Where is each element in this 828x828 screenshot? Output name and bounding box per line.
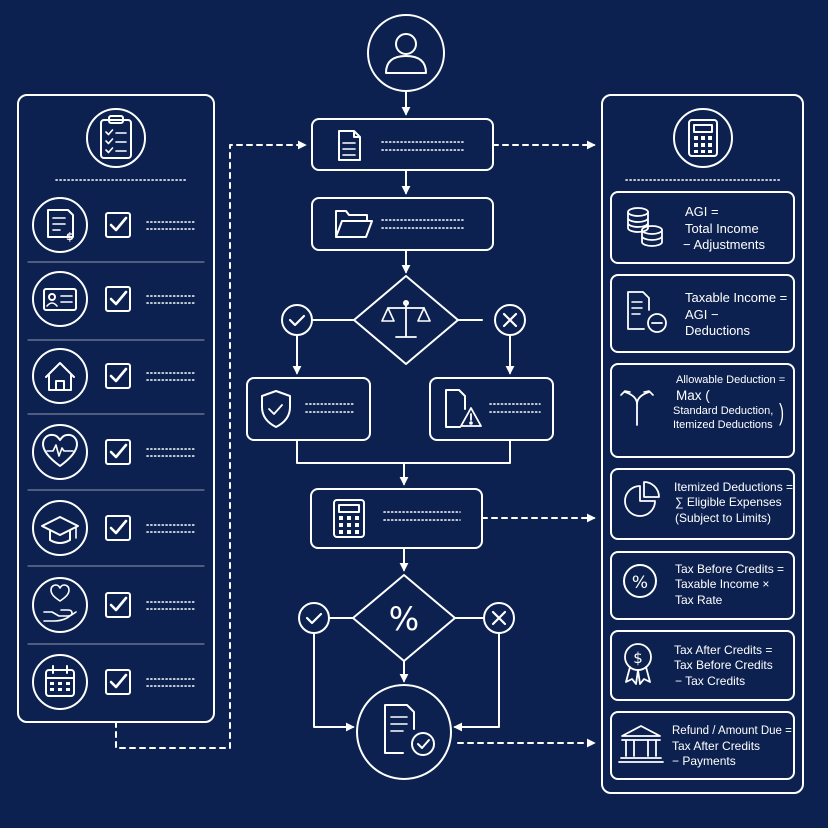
formula-text-agi: AGI = Total Income − Adjustments xyxy=(683,204,766,254)
formula-line: Allowable Deduction = xyxy=(676,374,786,386)
folder-step[interactable] xyxy=(311,197,494,251)
charity-hand-heart-icon xyxy=(32,577,88,633)
document-step[interactable] xyxy=(311,118,494,171)
house-icon xyxy=(32,348,88,404)
formula-box-refund[interactable] xyxy=(610,711,795,780)
rate-decision-diamond[interactable]: % xyxy=(352,574,456,662)
row-checkbox[interactable] xyxy=(105,286,131,312)
svg-text:$: $ xyxy=(66,230,74,243)
formula-max: Max ( xyxy=(676,387,785,404)
formula-line: AGI = xyxy=(685,204,719,219)
formula-line: − Tax Credits xyxy=(675,673,746,688)
formula-box-tax-before[interactable] xyxy=(610,551,795,620)
final-result-node[interactable] xyxy=(356,684,452,780)
formula-line: Taxable Income × xyxy=(675,577,770,592)
left-panel: $ xyxy=(17,94,215,723)
formula-box-agi[interactable] xyxy=(610,191,795,264)
clipboard-checklist-icon xyxy=(86,108,146,168)
row-checkbox[interactable] xyxy=(105,515,131,541)
formula-line: Tax Rate xyxy=(675,592,723,607)
left-row-checkboxes xyxy=(105,212,197,695)
dashed-left-to-document xyxy=(115,140,307,749)
calendar-icon xyxy=(32,654,88,710)
no-cross-badge-1 xyxy=(494,304,526,336)
no-cross-badge-2 xyxy=(483,602,515,634)
formula-line: Tax After Credits = xyxy=(674,643,773,657)
svg-text:$: $ xyxy=(633,649,643,667)
formula-line: AGI − xyxy=(685,306,719,322)
percent-circle-icon: % xyxy=(623,564,657,598)
center-flow: % xyxy=(246,14,554,780)
formula-line: Tax Before Credits = xyxy=(675,562,785,576)
row-checkbox[interactable] xyxy=(105,363,131,389)
close-paren: ) xyxy=(779,400,784,427)
formula-line: Deductions xyxy=(685,323,751,339)
yes-check-badge-2 xyxy=(298,602,330,634)
row-checkbox[interactable] xyxy=(105,212,131,238)
formula-box-allowable-deduction[interactable] xyxy=(610,363,795,458)
formula-line: − Adjustments xyxy=(683,237,766,253)
yes-check-badge-1 xyxy=(281,304,313,336)
formula-line: Total Income xyxy=(685,220,759,236)
bank-icon xyxy=(618,725,664,763)
close-paren-glyph: ) xyxy=(779,399,784,428)
calculator-icon xyxy=(333,499,365,538)
formula-box-taxable-income[interactable] xyxy=(610,274,795,353)
warning-step[interactable] xyxy=(429,377,554,441)
arrow-no-to-final xyxy=(453,632,500,732)
svg-text:%: % xyxy=(632,573,648,593)
document-warning-icon xyxy=(445,389,482,428)
row-checkbox[interactable] xyxy=(105,439,131,465)
merge-connector xyxy=(296,439,511,464)
right-panel: % $ xyxy=(601,94,804,794)
open-paren: ( xyxy=(705,388,710,404)
row-checkbox[interactable] xyxy=(105,592,131,618)
formula-line: Refund / Amount Due = xyxy=(672,725,792,737)
row-checkbox[interactable] xyxy=(105,669,131,695)
right-calculator-icon xyxy=(673,108,733,168)
calculate-step[interactable] xyxy=(310,488,483,549)
formula-line: Itemized Deductions xyxy=(673,419,773,432)
formula-line: Standard Deduction, xyxy=(673,405,774,418)
formula-line: Tax After Credits xyxy=(672,738,761,753)
formula-text-refund: Refund / Amount Due = Tax After Credits … xyxy=(672,724,792,769)
document-check-icon xyxy=(384,704,435,756)
formula-line: ∑ Eligible Expenses xyxy=(675,495,782,510)
graduation-cap-icon xyxy=(32,500,88,556)
percent-icon: % xyxy=(389,600,419,638)
approved-step[interactable] xyxy=(246,377,371,441)
shield-check-icon xyxy=(261,390,291,428)
document-minus-icon xyxy=(627,291,667,333)
scales-icon xyxy=(381,300,431,338)
dashed-connectors xyxy=(115,140,596,749)
formula-line: Tax Before Credits xyxy=(674,658,773,673)
split-arrow-icon xyxy=(620,390,654,426)
pie-chart-icon xyxy=(624,481,660,517)
formula-text-allowable-deduction: Allowable Deduction = Max ( Standard Ded… xyxy=(673,373,786,433)
formula-box-tax-after[interactable] xyxy=(610,630,795,701)
formula-text-itemized: Itemized Deductions = ∑ Eligible Expense… xyxy=(674,480,793,526)
formula-text-tax-before: Tax Before Credits = Taxable Income × Ta… xyxy=(675,562,784,608)
document-icon xyxy=(338,130,361,161)
formula-line: − Payments xyxy=(672,754,736,769)
user-icon[interactable] xyxy=(367,14,445,92)
arrow-yes-to-final xyxy=(313,632,355,732)
formula-box-itemized[interactable] xyxy=(610,468,795,540)
check-decision-diamond[interactable] xyxy=(353,275,459,365)
id-card-icon xyxy=(32,271,88,327)
formula-line: (Subject to Limits) xyxy=(675,510,772,525)
coins-stack-icon xyxy=(627,207,663,247)
max-label: Max xyxy=(676,388,702,404)
dollar-award-icon: $ xyxy=(624,643,652,685)
left-row-dividers xyxy=(27,261,205,645)
formula-line: Taxable Income = xyxy=(685,290,788,305)
formula-line: Itemized Deductions = xyxy=(674,480,794,494)
income-document-icon: $ xyxy=(32,197,88,253)
heart-health-icon xyxy=(32,424,88,480)
folder-icon xyxy=(335,210,373,238)
formula-text-tax-after: Tax After Credits = Tax Before Credits −… xyxy=(674,643,773,689)
formula-text-taxable-income: Taxable Income = AGI − Deductions xyxy=(685,290,787,340)
